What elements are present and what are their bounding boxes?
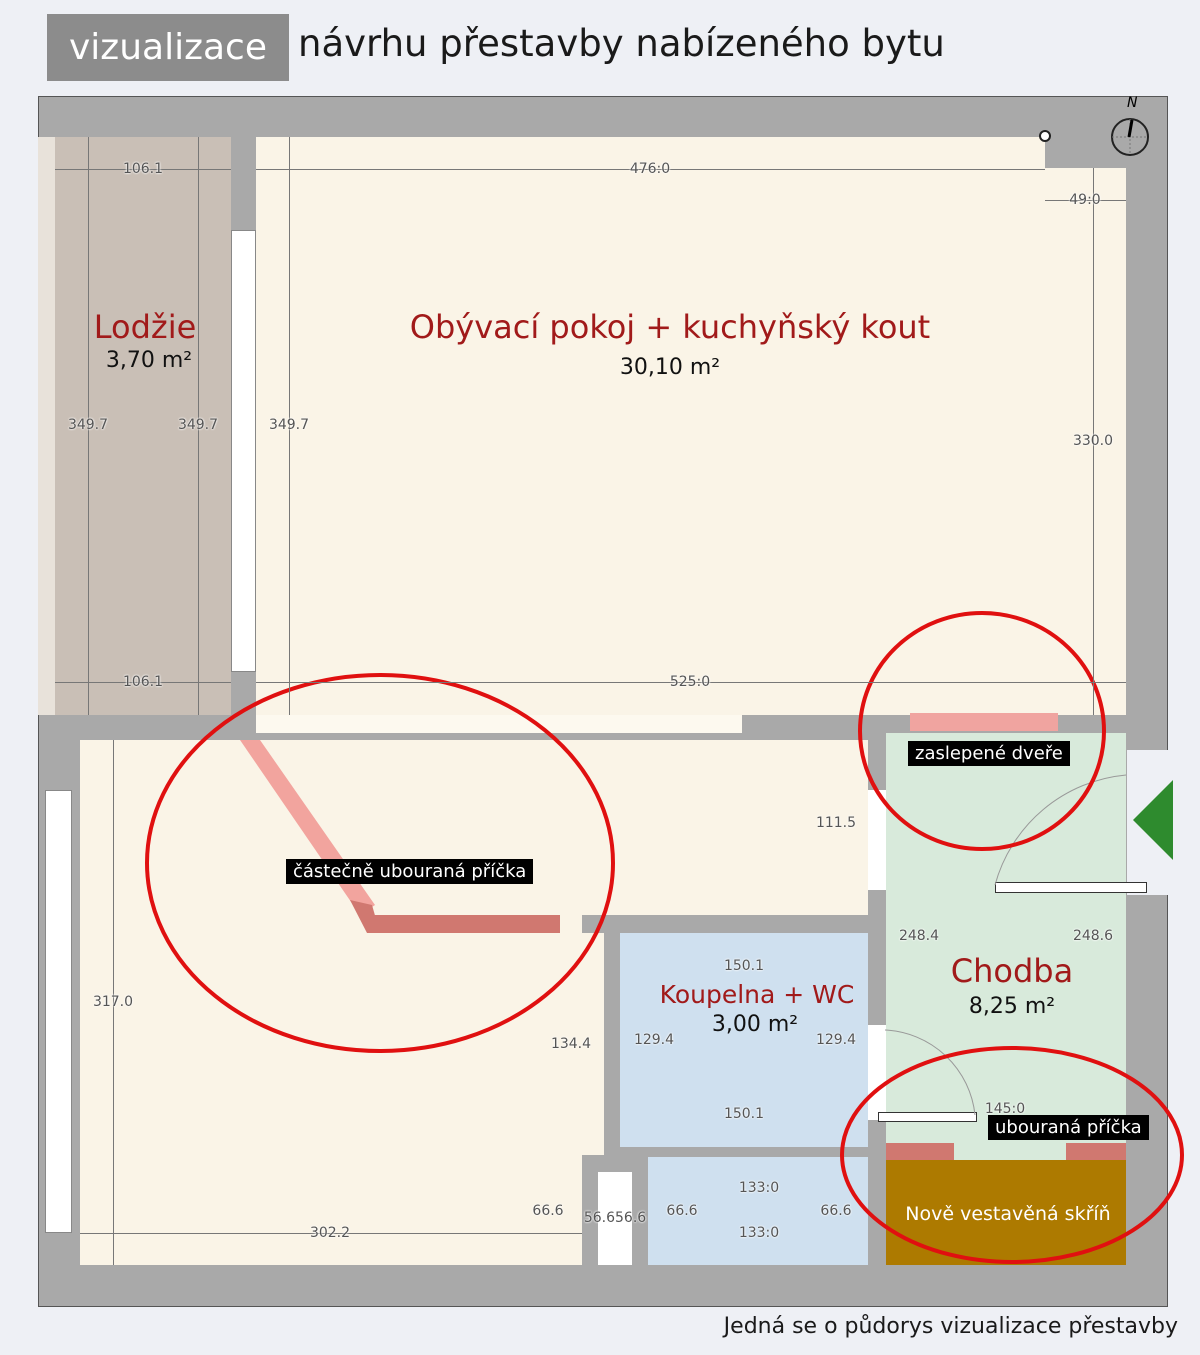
footer-note: Jedná se o půdorys vizualizace přestavby [723,1314,1178,1339]
dimension-label: 111.5 [815,815,857,831]
room-living-corner [1045,168,1126,715]
dimension-label: 133:0 [738,1180,780,1196]
dimension-label: 129.4 [815,1032,857,1048]
dimension-label: 349.7 [268,417,310,433]
room-name-bathroom: Koupelna + WC [659,980,855,1009]
dimension-label: 66.6 [532,1203,564,1219]
dimension-label: 145:0 [984,1101,1026,1117]
room-loggia [55,137,231,715]
door-swing [994,774,1127,886]
room-area-loggia: 3,70 m² [105,348,193,373]
room-hallway [886,733,1126,1160]
diagonal-wall [240,740,375,915]
dimension-label: 317.0 [92,994,134,1010]
room-living-lower [80,740,868,915]
door-leaf [995,882,1147,893]
note-blocked-door: zaslepené dveře [908,741,1070,766]
room-bathroom [620,933,868,1147]
dimension-label: 150.1 [723,958,765,974]
room-name-hallway: Chodba [950,952,1074,990]
title-highlight: vizualizace [47,14,289,81]
room-name-living: Obývací pokoj + kuchyňský kout [409,308,931,346]
window [231,230,256,672]
opening [256,715,742,733]
window [45,790,72,1233]
dimension-label: 49:0 [1069,192,1101,208]
dimension-label: 56.656.6 [583,1210,647,1226]
dimension-label: 150.1 [723,1106,765,1122]
dimension-label: 248.6 [1072,928,1114,944]
corner-marker [1039,130,1051,142]
room-living [256,137,1045,715]
room-left-strip [582,933,604,1155]
removed-wall [886,1143,954,1160]
room-name-wardrobe: Nově vestavěná skříň [905,1203,1111,1225]
diagonal-wall-end [350,900,380,933]
dimension-label: 476:0 [629,161,671,177]
dimension-label: 66.6 [666,1203,698,1219]
room-name-loggia: Lodžie [93,308,197,346]
door-leaf [878,1112,977,1122]
dimension-label: 106.1 [122,161,164,177]
doorway [868,790,886,890]
closet [598,1172,632,1265]
partial-wall [370,915,560,933]
room-area-bathroom: 3,00 m² [711,1012,799,1037]
dimension-label: 66.6 [820,1203,852,1219]
dimension-label: 129.4 [633,1032,675,1048]
compass-label: N [1127,95,1138,111]
blocked-door [910,713,1058,731]
loggia-edge [38,137,55,715]
note-partial-wall: částečně ubouraná příčka [286,859,534,884]
room-wc [648,1157,868,1265]
dimension-label: 302.2 [309,1225,351,1241]
compass-icon [1111,118,1149,156]
door-swing [884,1029,976,1116]
entrance-arrow-icon [1133,780,1173,860]
room-area-living: 30,10 m² [619,355,721,380]
dimension-label: 134.4 [550,1036,592,1052]
dimension-label: 349.7 [177,417,219,433]
highlight-ellipses [145,611,1184,1264]
dimension-label: 106.1 [122,674,164,690]
dimension-label: 248.4 [898,928,940,944]
room-left [80,915,582,1265]
dimension-label: 525:0 [669,674,711,690]
note-removed-wall: ubouraná příčka [988,1115,1149,1140]
room-area-hallway: 8,25 m² [968,994,1056,1019]
removed-wall [1066,1143,1126,1160]
dimension-label: 330.0 [1072,433,1114,449]
dimension-label: 349.7 [67,417,109,433]
dimension-label: 133:0 [738,1225,780,1241]
page-title: návrhu přestavby nabízeného bytu [298,22,945,65]
